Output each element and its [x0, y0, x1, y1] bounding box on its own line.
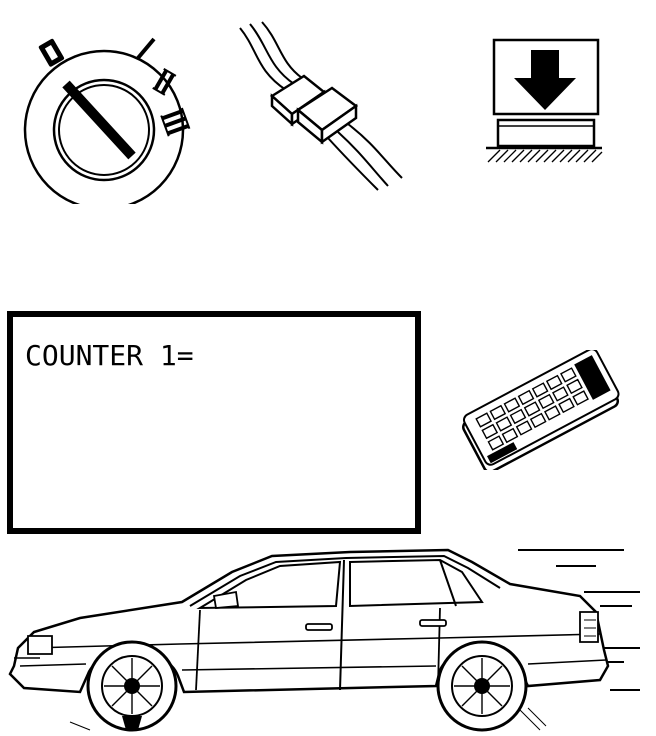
ignition-key-switch-icon: [8, 24, 208, 204]
counter-readout: COUNTER 1=: [25, 339, 194, 372]
brake-pedal-press-icon: [480, 36, 610, 186]
sedan-car-driving-icon: [0, 540, 656, 736]
tester-display-screen: COUNTER 1=: [7, 311, 421, 534]
wire-connector-icon: [228, 20, 418, 200]
handheld-diagnostic-tester-icon: [452, 350, 636, 470]
